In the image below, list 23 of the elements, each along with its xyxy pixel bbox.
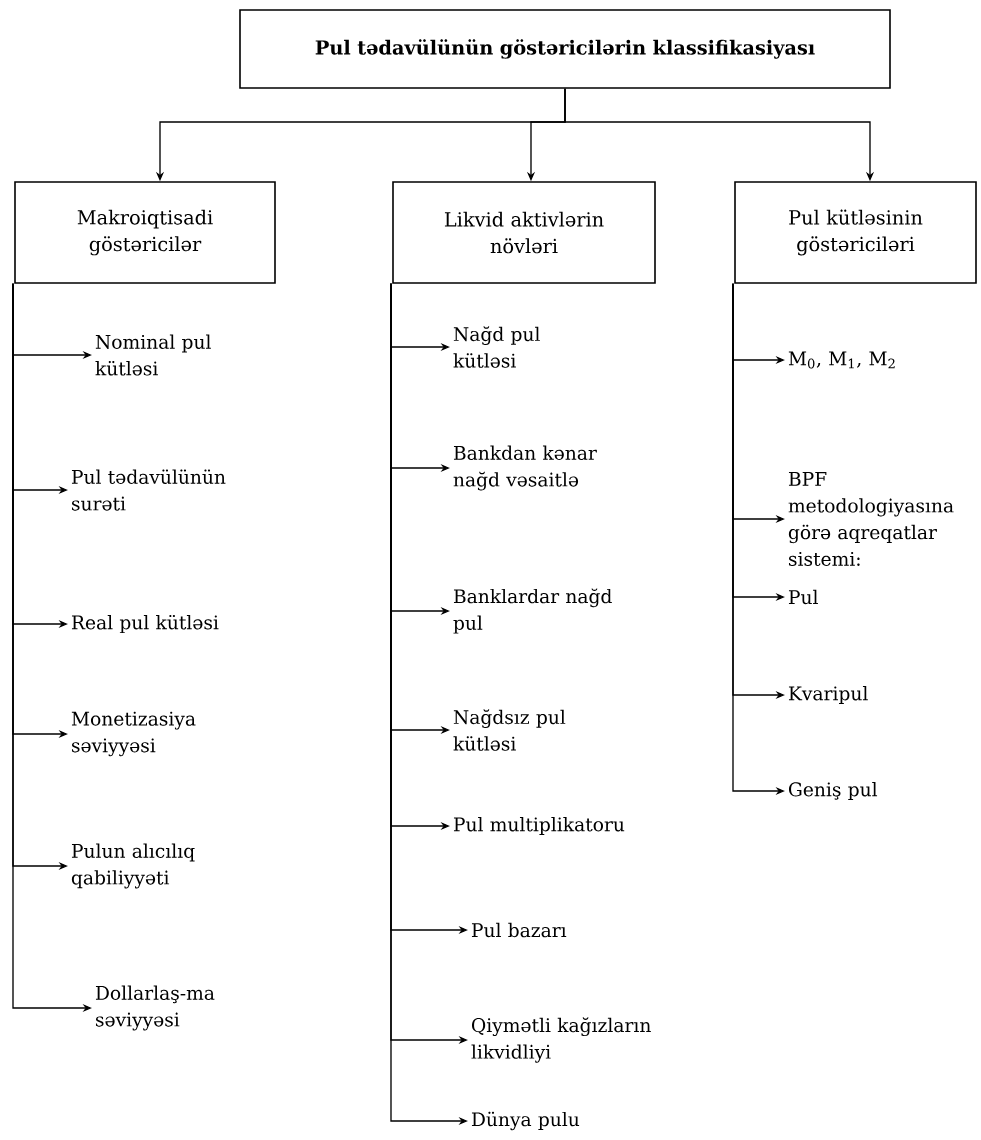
category-box: Makroiqtisadi göstəricilər <box>14 181 276 284</box>
item-label: Kvaripul <box>788 686 868 705</box>
item-label: Bankdan kənar nağd vəsaitlə <box>453 445 597 491</box>
item-label: Nağd pul kütləsi <box>453 326 540 368</box>
item-label: BPF metodologiyasına görə aqreqatlar sistemi: <box>788 472 954 566</box>
item-label: Dollarlaş-ma səviyyəsi <box>95 985 215 1031</box>
item-label: Monetizasiya səviyyəsi <box>71 711 196 757</box>
item-label: Pul <box>788 589 818 605</box>
title-box: Pul tədavülünün göstəricilərin klassifikasiyası <box>239 9 891 89</box>
item-label: Nağdsız pul kütləsi <box>453 709 566 751</box>
item-label: Dünya pulu <box>471 1111 580 1131</box>
item-label: Pul tədavülünün surəti <box>71 469 226 511</box>
item-label: Pul multiplikatoru <box>453 817 625 836</box>
item-label: Qiymətli kağızların likvidliyi <box>471 1017 651 1063</box>
category-box: Likvid aktivlərin növləri <box>392 181 656 284</box>
item-label: Geniş pul <box>789 782 878 801</box>
item-label: Pul bazarı <box>471 922 567 938</box>
item-label: Nominal pul kütləsi <box>95 334 211 376</box>
category-box: Pul kütləsinin göstəriciləri <box>734 181 977 284</box>
item-label: Banklardar nağd pul <box>453 588 612 634</box>
item-label: Pulun alıcılıq qabiliyyəti <box>71 843 195 889</box>
item-label: Real pul kütləsi <box>71 614 219 634</box>
item-label: M$_{0}$, M$_{1}$, M$_{2}$ <box>788 351 895 369</box>
